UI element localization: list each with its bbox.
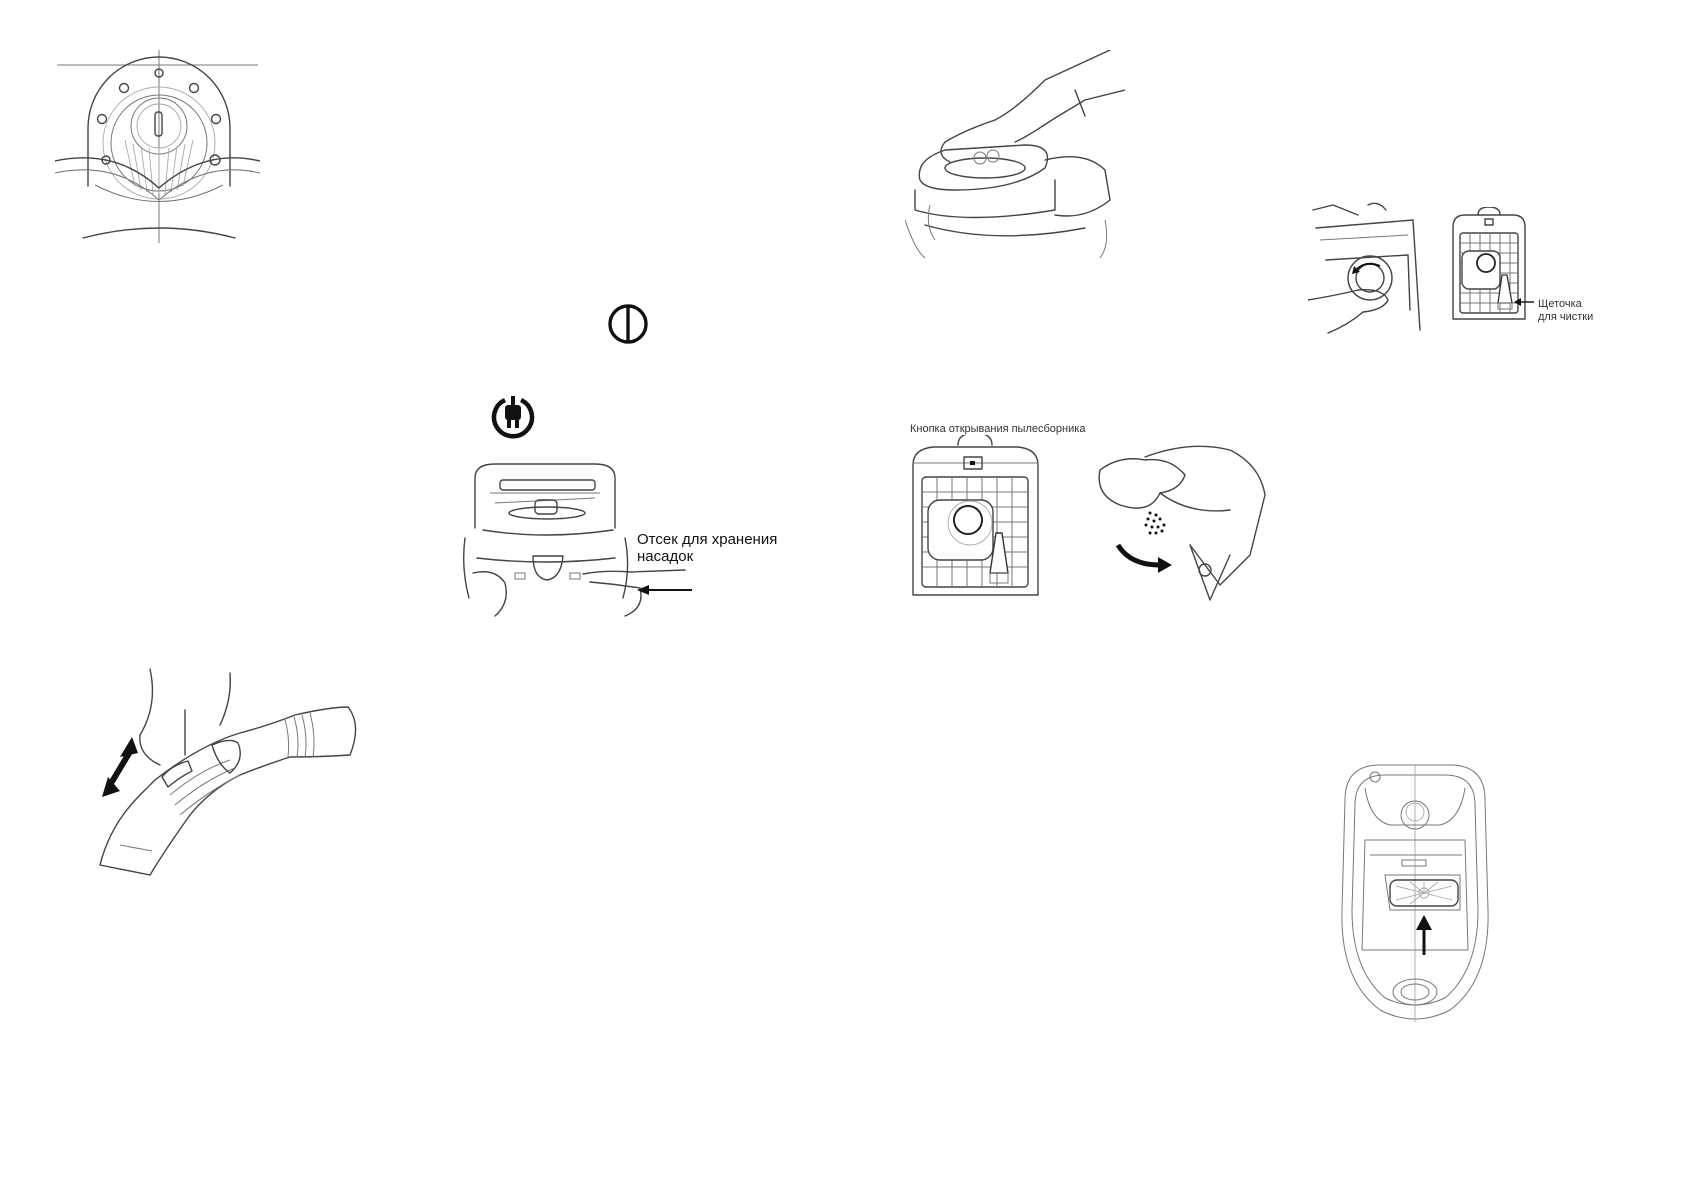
caption-line-1: Отсек для хранения — [637, 531, 778, 548]
cord-rewind-icon — [491, 396, 535, 439]
hose-airflow-figure — [80, 665, 370, 885]
cleaning-brush-caption: Щеточка для чистки — [1538, 298, 1593, 323]
arrow-left-icon — [1514, 298, 1534, 306]
filter-brush-figure — [1450, 207, 1528, 327]
dust-container-release-figure — [908, 435, 1043, 610]
power-dial-figure — [55, 48, 260, 243]
empty-container-figure — [1090, 435, 1270, 605]
accessory-compartment-icon — [462, 463, 692, 617]
filter-twist-figure — [1308, 200, 1423, 335]
dial-knob-icon — [55, 50, 260, 243]
hose-slider-icon — [99, 668, 357, 876]
dust-container-release-icon — [912, 435, 1039, 596]
lift-container-figure — [905, 50, 1125, 260]
lift-dust-container-icon — [905, 50, 1125, 259]
power-symbol — [606, 302, 650, 346]
accessory-compartment-figure — [455, 458, 795, 618]
exhaust-filter-icon — [1341, 764, 1489, 1022]
caption-line-1: Щеточка — [1538, 298, 1582, 310]
accessory-compartment-caption: Отсек для хранения насадок — [637, 531, 777, 566]
empty-dust-container-icon — [1098, 445, 1266, 601]
exhaust-filter-figure — [1330, 760, 1500, 1025]
caption-line-2: насадок — [637, 548, 694, 566]
dust-container-button-caption: Кнопка открывания пылесборника — [910, 423, 1086, 435]
filter-brush-icon — [1452, 207, 1526, 320]
filter-twist-icon — [1308, 202, 1421, 334]
on-off-symbol-icon — [608, 304, 648, 344]
brush-pointer-arrow — [1514, 297, 1534, 307]
cord-rewind-symbol — [488, 392, 538, 442]
caption-line-2: для чистки — [1538, 310, 1594, 323]
double-arrow-icon — [102, 737, 138, 797]
